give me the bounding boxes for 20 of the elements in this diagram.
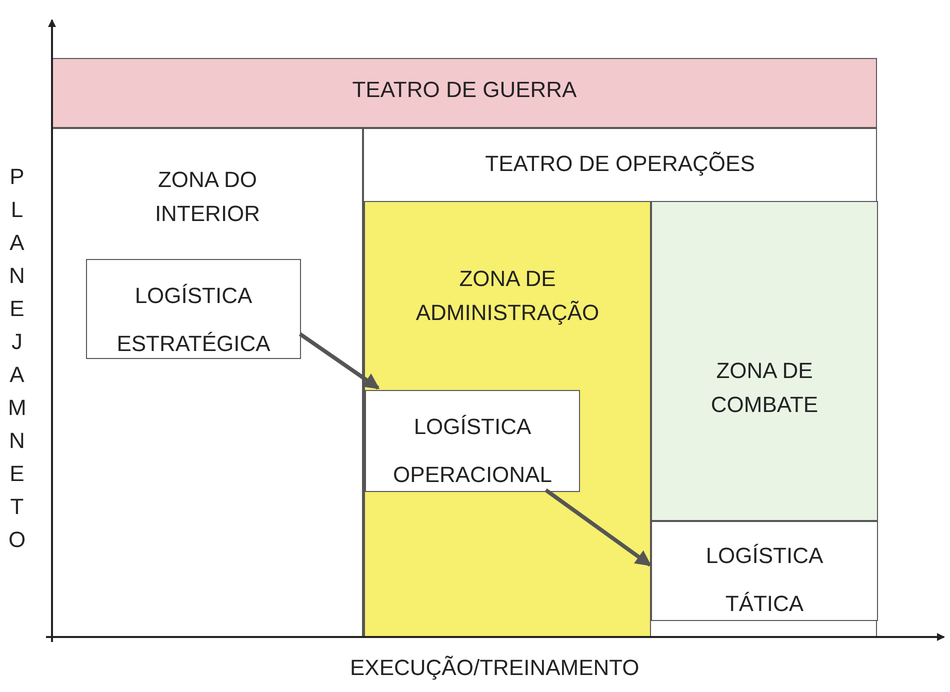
axis-title: EXECUÇÃO/TREINAMENTO — [350, 655, 640, 681]
band — [52, 58, 877, 128]
zone-label: ZONA DE ADMINISTRAÇÃO — [414, 265, 600, 327]
arrow — [544, 488, 652, 567]
zone-region — [364, 201, 651, 638]
zone-label: TEATRO DE GUERRA — [352, 76, 577, 104]
arrow — [298, 332, 380, 390]
callout-box — [86, 259, 301, 359]
callout-box — [365, 390, 580, 492]
zone-label: ZONA DE COMBATE — [710, 357, 820, 419]
zone-label: LOGÍSTICA ESTRATÉGICA — [116, 282, 272, 358]
zone-region — [363, 128, 877, 637]
zone-label: LOGÍSTICA OPERACIONAL — [392, 413, 553, 489]
zone-region — [52, 128, 363, 637]
zone-region — [651, 201, 878, 521]
callout-box — [651, 521, 878, 621]
axis-title: PLANEJAMNETO — [8, 163, 26, 554]
zone-label: ZONA DO INTERIOR — [154, 166, 262, 228]
zone-label: LOGÍSTICA TÁTICA — [704, 542, 824, 618]
zone-label: TEATRO DE OPERAÇÕES — [485, 150, 755, 178]
